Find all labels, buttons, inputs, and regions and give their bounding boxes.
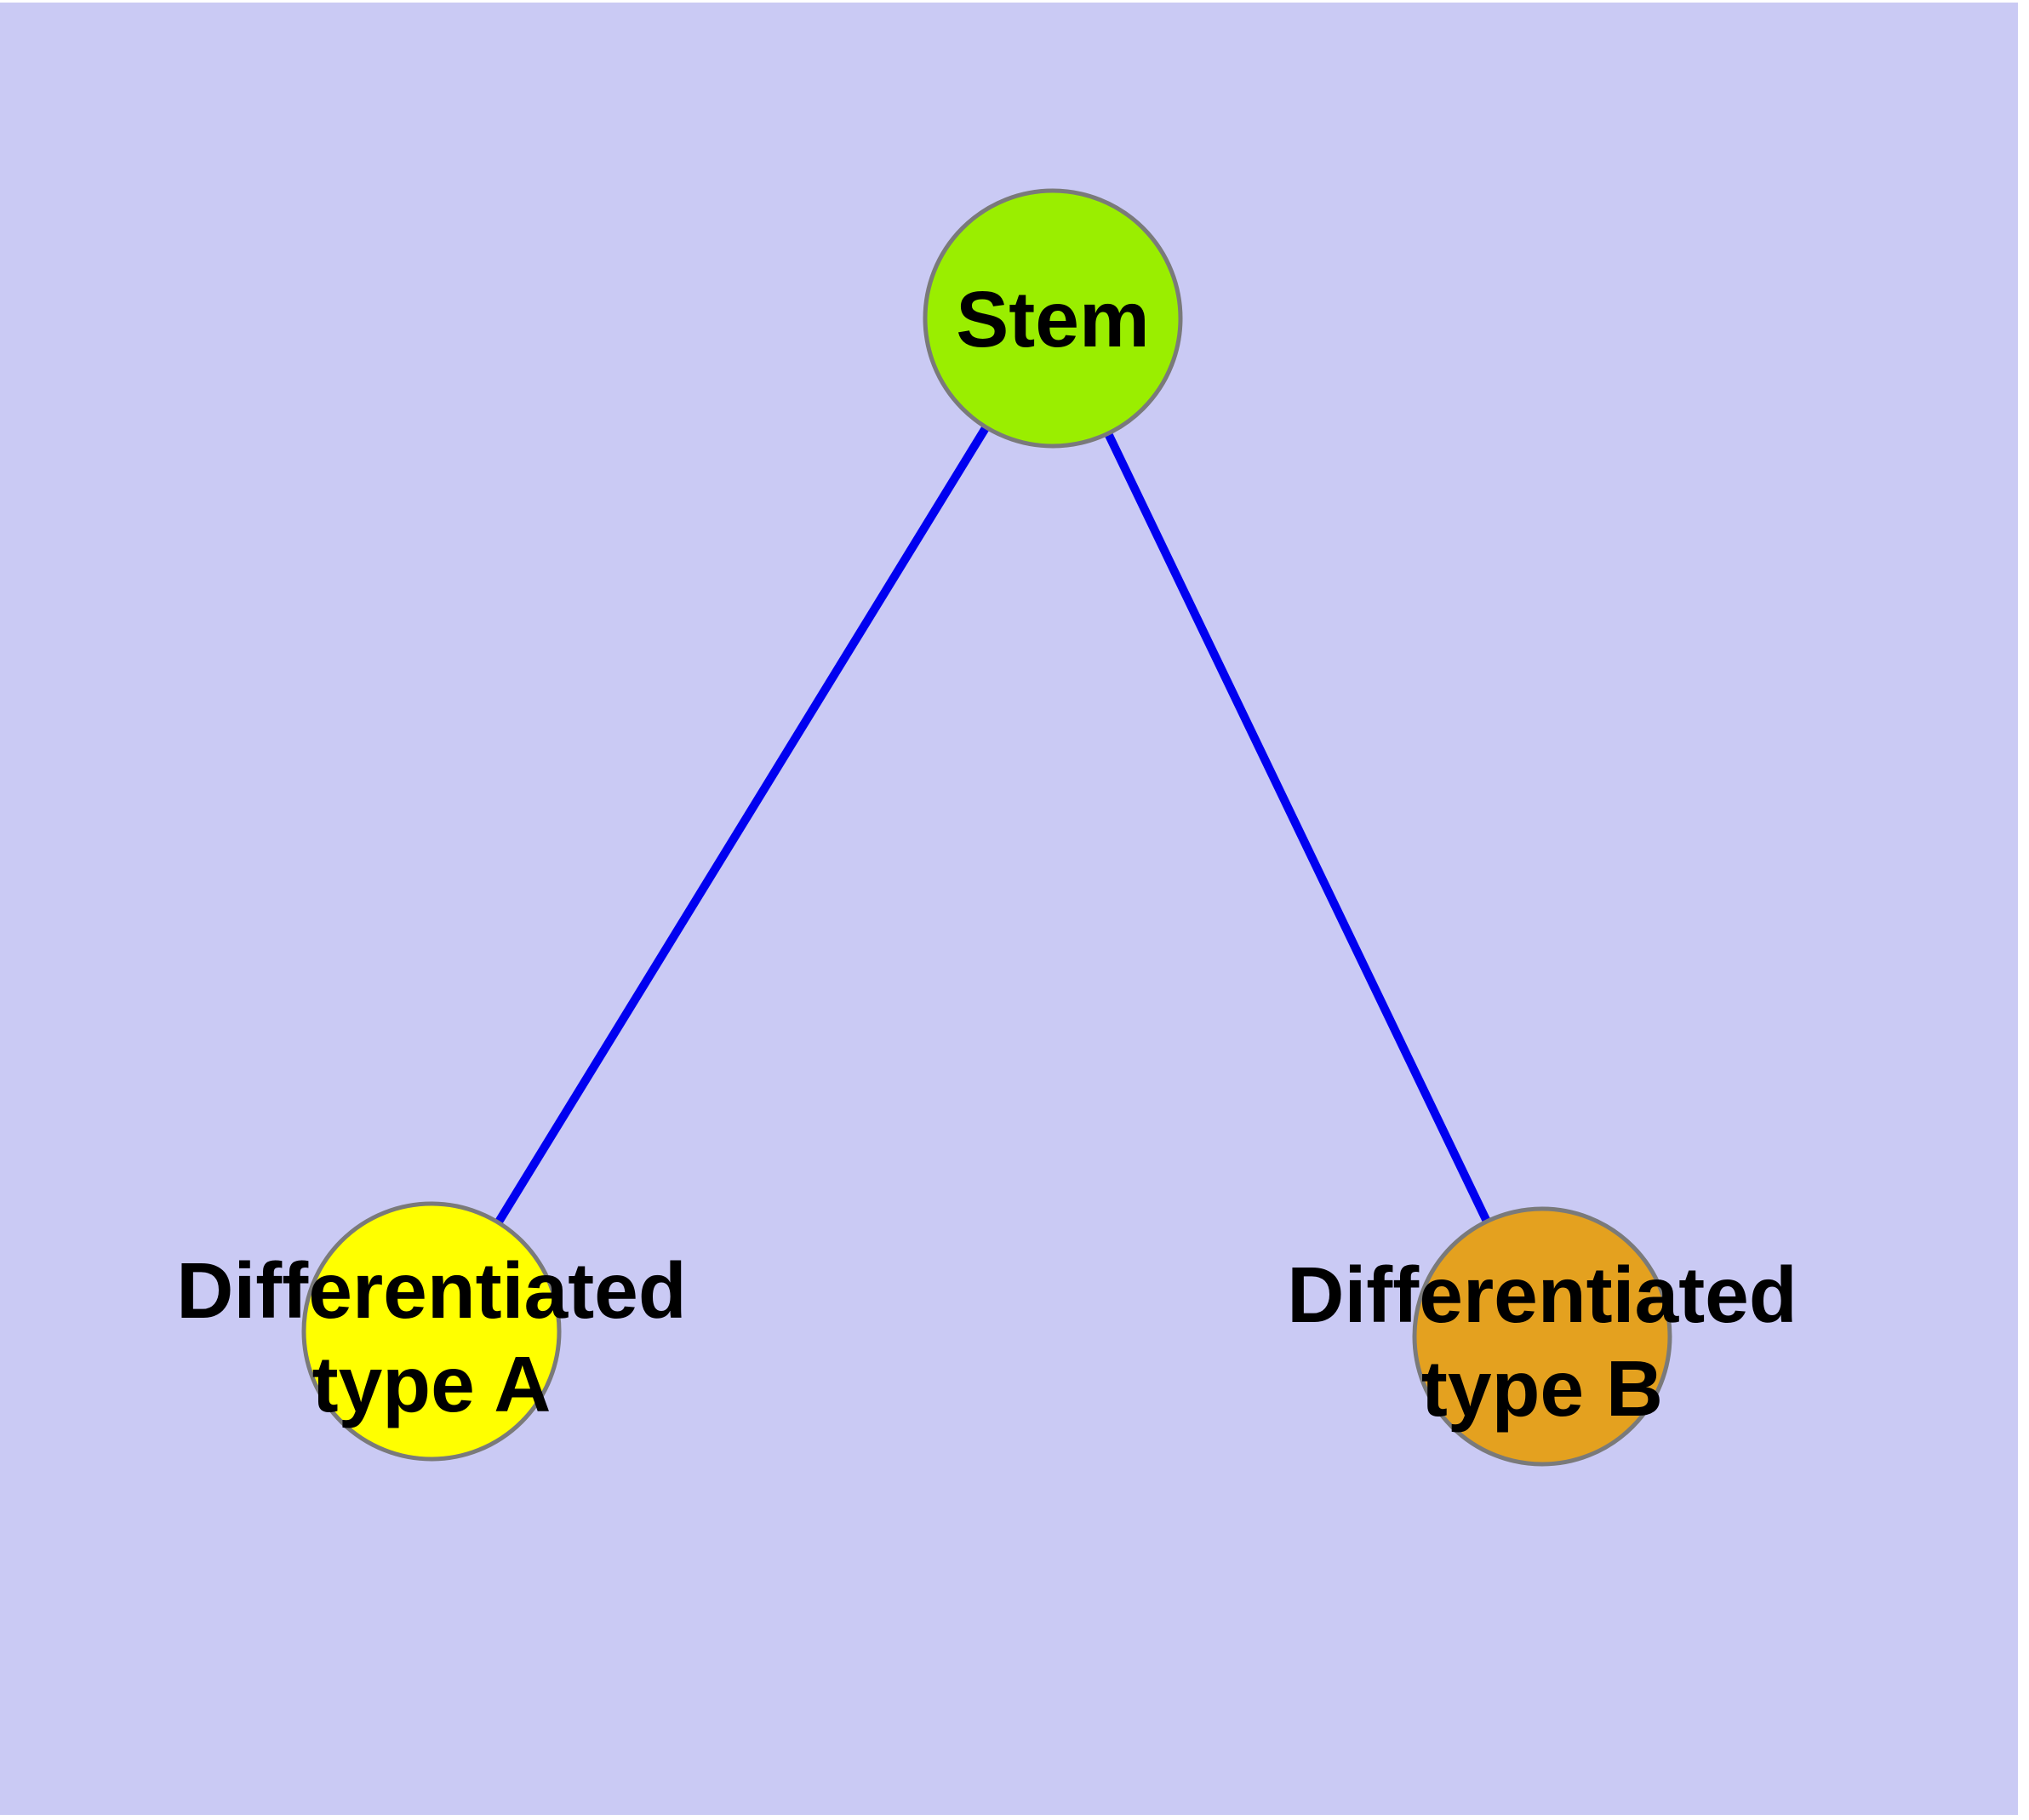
node-stem: Stem	[923, 188, 1183, 449]
node-differentiated-type-b: Differentiated type B	[1287, 1206, 1798, 1467]
node-differentiated-type-a-circle	[301, 1201, 562, 1462]
node-differentiated-type-a-label-line1: Differentiated	[176, 1246, 686, 1335]
node-differentiated-type-a: Differentiated type A	[176, 1201, 687, 1462]
node-differentiated-type-a-label-line2: type A	[312, 1340, 552, 1428]
node-stem-label: Stem	[956, 275, 1149, 363]
node-differentiated-type-b-label-line2: type B	[1421, 1344, 1663, 1433]
node-stem-circle	[923, 188, 1183, 449]
edge-stem-to-type-b	[1049, 316, 1546, 1339]
node-differentiated-type-b-circle	[1412, 1206, 1672, 1467]
node-differentiated-type-b-label-line1: Differentiated	[1287, 1251, 1797, 1339]
edge-stem-to-type-a	[427, 316, 1057, 1334]
